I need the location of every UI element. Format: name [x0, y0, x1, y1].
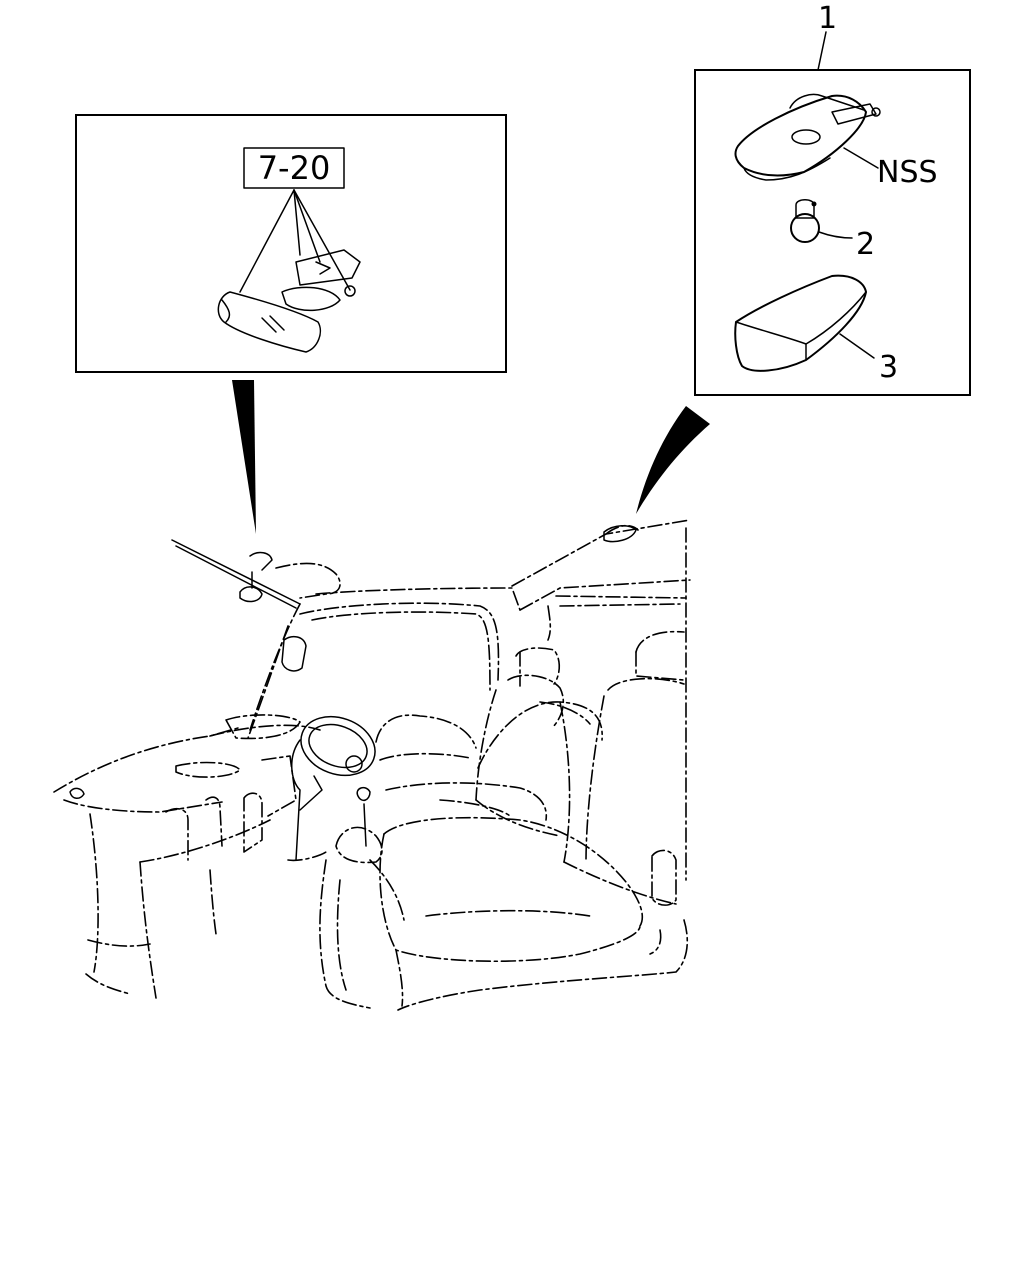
mirror-detail-box: 7-20 [75, 114, 507, 373]
callout-2[interactable]: 2 [856, 227, 875, 262]
callout-nss[interactable]: NSS [877, 155, 938, 190]
rear-view-mirror-illustration [217, 249, 361, 353]
lamp-lens-illustration [734, 274, 875, 372]
bulb-illustration [790, 199, 853, 243]
lamp-assembly-illustration [734, 93, 881, 181]
reference-label[interactable]: 7-20 [258, 149, 331, 187]
lamp-pointer-wedge [636, 406, 710, 514]
mirror-pointer-wedge [232, 380, 256, 534]
callout-3[interactable]: 3 [879, 350, 898, 385]
parts-detail-box: NSS 2 3 [694, 31, 971, 396]
cab-interior-illustration [53, 519, 691, 1011]
callout-1[interactable]: 1 [818, 1, 837, 36]
reference-label-frame [243, 147, 345, 189]
